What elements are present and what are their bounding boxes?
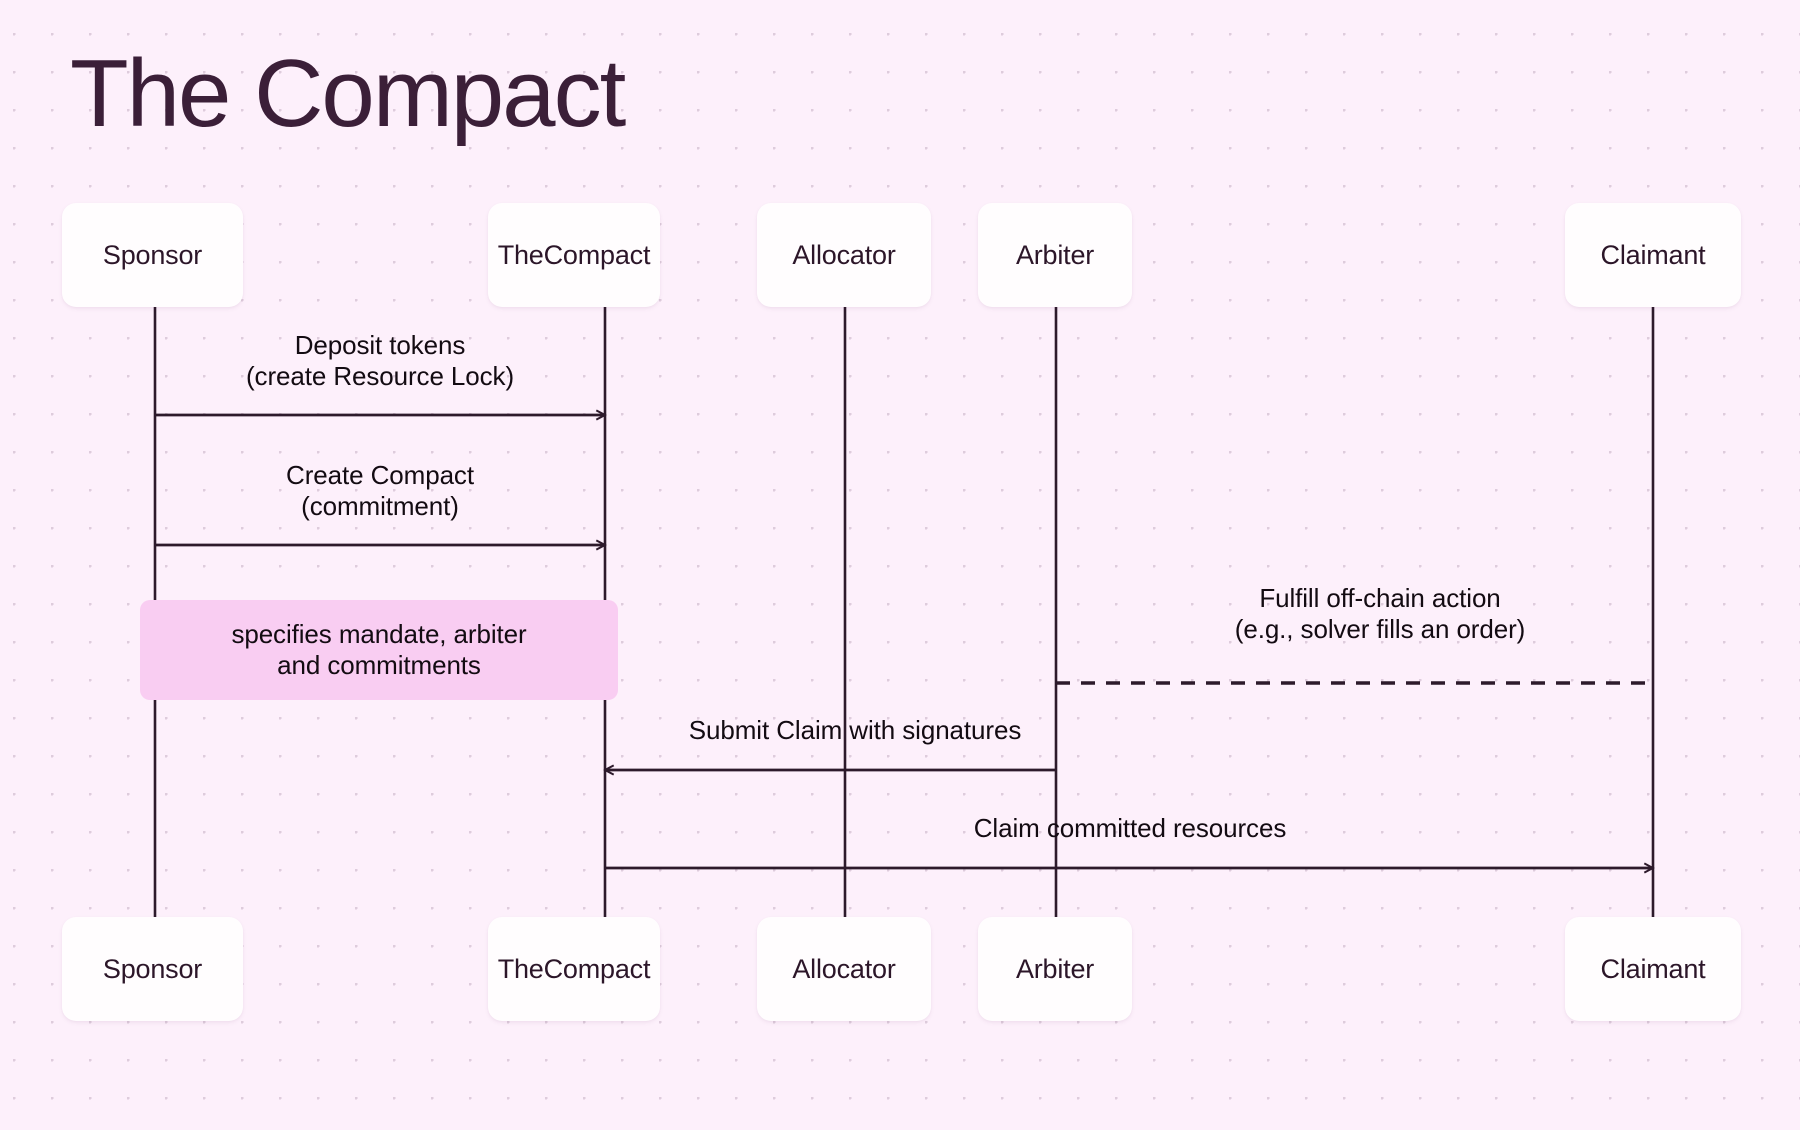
actor-label: TheCompact [497,239,651,270]
message-label-m5: Claim committed resources [680,813,1580,844]
page-title: The Compact [70,40,626,147]
message-label-line2: (e.g., solver fills an order) [1234,613,1526,644]
note-text-line2: and commitments [277,650,481,680]
message-label-m4: Submit Claim with signatures [405,715,1305,746]
actor-bottom-arbiter[interactable]: Arbiter [978,917,1132,1021]
actor-label: Arbiter [1015,239,1095,270]
message-label-line2: (commitment) [301,490,459,521]
message-label-line1: Create Compact [286,460,474,490]
actor-bottom-claimant[interactable]: Claimant [1565,917,1741,1021]
actor-label: Arbiter [1015,953,1095,984]
message-label-line2: (create Resource Lock) [245,360,515,391]
message-label-line1: Fulfill off-chain action [1259,583,1501,613]
message-label-line1: Deposit tokens [294,330,466,360]
message-label-line1: Submit Claim with signatures [688,715,1022,745]
actor-label: Claimant [1600,239,1706,270]
actor-top-arbiter[interactable]: Arbiter [978,203,1132,307]
message-label-m1: Deposit tokens(create Resource Lock) [0,330,830,391]
actor-top-sponsor[interactable]: Sponsor [62,203,243,307]
actor-bottom-allocator[interactable]: Allocator [757,917,931,1021]
message-label-m3: Fulfill off-chain action(e.g., solver fi… [930,583,1800,644]
actor-label: Claimant [1600,953,1706,984]
actor-top-thecompact[interactable]: TheCompact [488,203,660,307]
actor-top-allocator[interactable]: Allocator [757,203,931,307]
actor-label: TheCompact [497,953,651,984]
message-label-m2: Create Compact(commitment) [0,460,830,521]
note-text-line1: specifies mandate, arbiter [231,619,527,650]
actor-bottom-sponsor[interactable]: Sponsor [62,917,243,1021]
message-label-line1: Claim committed resources [973,813,1287,843]
actor-top-claimant[interactable]: Claimant [1565,203,1741,307]
actor-label: Sponsor [102,239,203,270]
actor-label: Allocator [792,239,896,270]
actor-bottom-thecompact[interactable]: TheCompact [488,917,660,1021]
actor-label: Sponsor [102,953,203,984]
actor-label: Allocator [792,953,896,984]
